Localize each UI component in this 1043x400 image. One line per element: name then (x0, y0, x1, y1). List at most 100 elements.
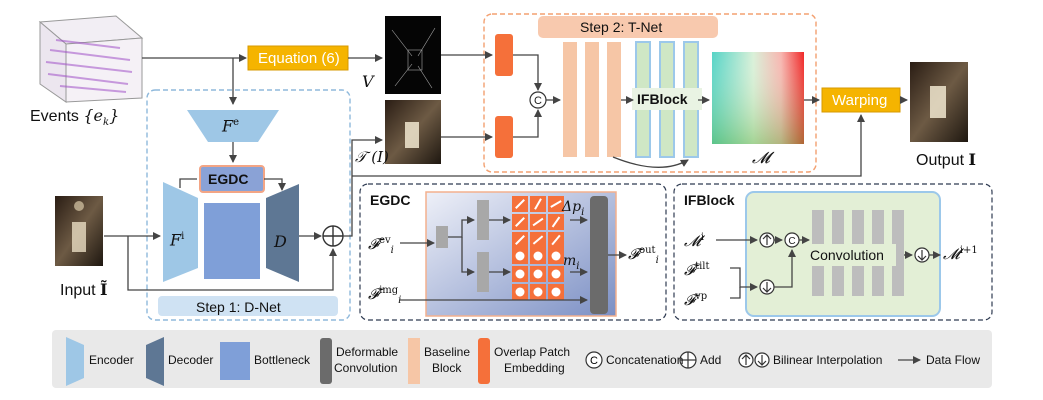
t-image (385, 100, 441, 164)
legend-overlap-label-1: Overlap Patch (494, 345, 571, 359)
v-label: V (362, 72, 374, 91)
events-cube (38, 15, 144, 103)
svg-text:C: C (590, 355, 598, 367)
legend-bg (52, 330, 992, 388)
concat-circle-ifblock: C (784, 232, 800, 248)
step2-tnet-box (483, 13, 817, 173)
input-label: Input Ĩ (60, 282, 108, 299)
m-in-letter: 𝓜 (684, 232, 701, 250)
flow-map-m (712, 52, 804, 144)
legend-deformable-label-1: Deformable (336, 345, 399, 359)
events-word: Events (30, 108, 79, 125)
overlap-embed-top (495, 34, 513, 76)
f-ev-label: 𝓕evi (368, 236, 394, 256)
offset-stroke (515, 235, 525, 245)
offset-stroke (532, 217, 544, 227)
mask-dot (551, 269, 561, 279)
legend-decoder-icon (146, 337, 164, 386)
offset-stroke (515, 217, 525, 227)
egdc-panel (359, 183, 667, 321)
mask-dot (551, 287, 561, 297)
delta-p-sub: i (581, 206, 585, 218)
egdc-small-block-3 (477, 252, 489, 292)
svg-text:C: C (788, 236, 795, 247)
ifblock-conv-bars (806, 210, 904, 296)
f-tilt-letter: 𝓕 (684, 261, 696, 279)
mask-dot (515, 269, 525, 279)
input-word: Input (60, 282, 96, 299)
offset-grid (512, 196, 564, 248)
legend-encoder-label: Encoder (89, 353, 134, 367)
legend-concat-icon: C (585, 351, 603, 369)
fe-label: Fe (222, 118, 239, 134)
legend-baseline-icon (408, 338, 420, 384)
egdc-small-block-2 (477, 200, 489, 240)
f-img-sub: i (398, 295, 402, 306)
m-out-sup: i+1 (959, 245, 978, 256)
f-out-sub: i (655, 255, 659, 266)
f-out-label: 𝓕outi (628, 246, 659, 266)
legend-overlap-label-2: Embedding (504, 361, 565, 375)
legend-concat-label: Concatenation (606, 353, 684, 367)
v-image (385, 16, 441, 94)
ifblock-stack (632, 41, 702, 158)
delta-p-label: Δpi (562, 200, 584, 218)
events-brace-close: } (109, 106, 120, 125)
legend-encoder-icon (66, 337, 84, 386)
ifblock-panel-title: IFBlock (684, 192, 735, 208)
bottleneck-shape (204, 203, 260, 279)
egdc-small-block-1 (436, 226, 448, 248)
f-out-sup: out (639, 245, 656, 256)
events-brace: {e (83, 106, 104, 125)
mask-dot (533, 287, 543, 297)
output-label: Output I (916, 152, 976, 169)
downsample-circle-2 (914, 247, 930, 263)
offset-stroke (515, 199, 525, 209)
t-label: 𝒯 (I) (355, 148, 389, 166)
legend-baseline-label-1: Baseline (424, 345, 471, 359)
offset-stroke (532, 235, 544, 245)
legend-deformable-label-2: Convolution (334, 361, 398, 375)
equation-label: Equation (6) (258, 50, 340, 67)
equation-box (247, 45, 349, 71)
f-tilt-label: 𝓕tilt (684, 262, 710, 278)
convolution-label: Convolution (810, 247, 884, 263)
mask-grid (512, 248, 564, 300)
events-set: {ek} (83, 106, 120, 129)
legend-bottleneck-icon (220, 342, 250, 380)
legend-bottleneck-label: Bottleneck (254, 353, 311, 367)
output-symbol: I (968, 150, 976, 169)
f-ev-sup: ev (379, 235, 391, 246)
downsample-circle-1 (759, 279, 775, 295)
fi-label: Fi (170, 232, 184, 248)
mask-dot (515, 251, 525, 261)
baseline-block-1 (563, 42, 577, 157)
offset-stroke (551, 216, 561, 228)
output-image (910, 62, 968, 142)
baseline-block-3 (607, 42, 621, 157)
warping-box (821, 87, 901, 113)
mask-dot (551, 251, 561, 261)
m-in-label: 𝓜i (684, 233, 704, 249)
legend-baseline-label-2: Block (432, 361, 462, 375)
events-label: Events {ek} (30, 108, 119, 128)
f-ev-letter: 𝓕 (368, 235, 380, 253)
mask-dot (533, 269, 543, 279)
egdc-box-label: EGDC (208, 171, 249, 187)
ifblock-label: IFBlock (637, 91, 688, 107)
d-label: D (274, 232, 287, 251)
data-flow-arrows (104, 51, 941, 304)
f-tilt-sup: tilt (695, 261, 710, 272)
baseline-block-2 (585, 42, 599, 157)
m-label: 𝓜 (752, 148, 770, 167)
step1-dnet-box (146, 89, 351, 321)
input-image (55, 196, 103, 266)
step1-label: Step 1: D-Net (196, 299, 281, 315)
events-sub: k (103, 117, 110, 129)
egdc-panel-title: EGDC (370, 192, 411, 208)
legend-add-icon (679, 351, 697, 369)
deformable-conv-block (590, 196, 608, 314)
fi-letter: F (170, 230, 182, 250)
legend-overlap-icon (478, 338, 490, 384)
